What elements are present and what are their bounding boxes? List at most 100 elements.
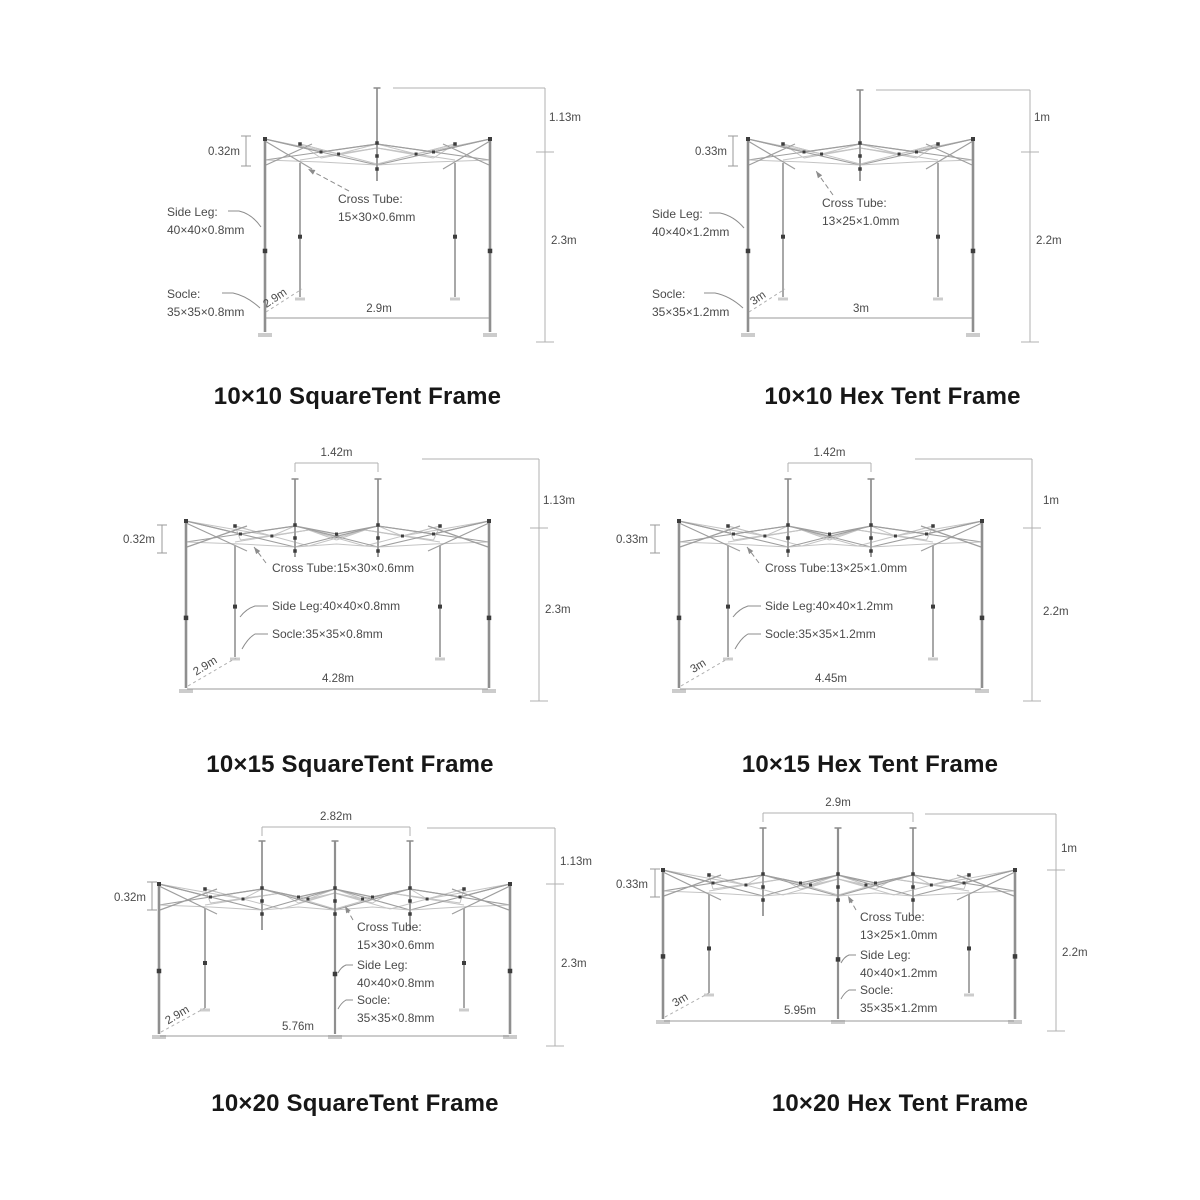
connector-dot [507,968,513,974]
connector-dot [869,536,873,540]
connector-dot [156,968,162,974]
leader-arrowhead [816,171,823,179]
connector-dot [763,534,767,538]
frame-line [265,143,313,166]
connector-dot [858,141,862,145]
truss-chord [294,543,379,548]
connector-dot [293,549,297,553]
dim-width-label: 5.95m [784,1005,816,1017]
connector-dot [183,615,189,621]
truss-chord [377,541,490,548]
connector-dot [707,873,711,877]
side-leg-size-label: 40×40×0.8mm [357,976,434,990]
dim-peak-span-label: 1.42m [321,447,353,459]
frame-line [451,888,510,911]
side-leg-label: Side Leg: [652,207,703,221]
connector-dot [408,899,412,903]
connector-dot [732,532,735,536]
connector-dot [936,234,940,239]
socle-size-label: 35×35×1.2mm [860,1001,937,1015]
dim-leg-height-label: 2.3m [545,604,571,616]
connector-dot [453,142,457,146]
connector-dot [263,137,267,141]
socle-size-label: 35×35×0.8mm [167,305,244,319]
connector-dot [1012,954,1018,959]
frame-line [925,143,973,166]
truss-chord [261,906,336,911]
truss-chord [870,541,983,548]
side-leg-label: Side Leg: [357,958,408,972]
connector-dot [375,154,379,158]
socle-label: Socle: [357,993,390,1007]
connector-dot [438,524,442,528]
connector-dot [786,536,790,540]
dim-leg-height-label: 2.2m [1036,235,1062,247]
dim-depth-label: 2.9m [191,655,219,679]
connector-dot [980,519,984,523]
connector-dot [836,885,840,889]
connector-dot [462,961,466,965]
connector-dot [376,549,380,553]
cross-tube-leader [847,895,857,911]
connector-dot [487,248,493,254]
connector-dot [408,912,412,916]
connector-dot [203,961,207,965]
side-leg-leader [239,605,268,618]
socle-leader [222,292,261,309]
frame-line [442,143,490,166]
frame-line [678,520,765,537]
frame-line [931,869,1016,886]
connector-dot [781,234,785,239]
connector-dot [962,881,966,885]
connector-dot [858,154,862,158]
frame-line [427,883,511,900]
connector-dot [233,604,237,609]
side-leg-leader [840,954,856,964]
truss-chord [837,892,914,897]
dim-peak-height-label: 1.13m [549,112,581,124]
connector-dot [828,532,831,536]
frame-line [185,520,272,537]
socle-leader [734,633,761,650]
dim-width-label: 5.76m [282,1021,314,1033]
connector-dot [488,137,492,141]
frame-line [376,143,417,155]
frame-line [663,874,722,897]
connector-dot [911,898,915,902]
socle-label: Socle: [652,287,685,301]
connector-dot [298,234,302,239]
connector-dot [414,152,418,156]
connector-dot [911,885,915,889]
connector-dot [376,536,380,540]
panel-title-10x20-hex: 10×20 Hex Tent Frame [771,1090,1029,1117]
truss-chord [678,541,789,548]
connector-dot [203,887,207,891]
connector-dot [432,150,435,154]
dim-depth-label: 3m [748,289,768,308]
frame-line [433,143,456,159]
truss-chord [912,890,1016,897]
connector-dot [911,872,915,876]
truss-chord [859,159,974,166]
connector-dot [425,897,429,901]
cross-tube-label: Cross Tube:15×30×0.6mm [272,561,414,575]
cross-tube-label: Cross Tube: [338,192,403,206]
connector-dot [931,524,935,528]
connector-dot [726,604,730,609]
connector-dot [241,897,245,901]
truss-chord [762,892,839,897]
truss-chord [662,890,764,897]
cross-tube-size-label: 13×25×1.0mm [860,928,937,942]
panel-title-10x10-hex: 10×10 Hex Tent Frame [764,383,1021,410]
dim-peak-height-label: 1m [1043,495,1059,507]
dim-depth-label: 3m [671,991,691,1010]
connector-dot [809,883,813,887]
leader-arrowhead [308,169,316,175]
connector-dot [332,971,338,977]
dim-canopy-height-label: 0.32m [114,892,146,904]
connector-dot [260,899,264,903]
